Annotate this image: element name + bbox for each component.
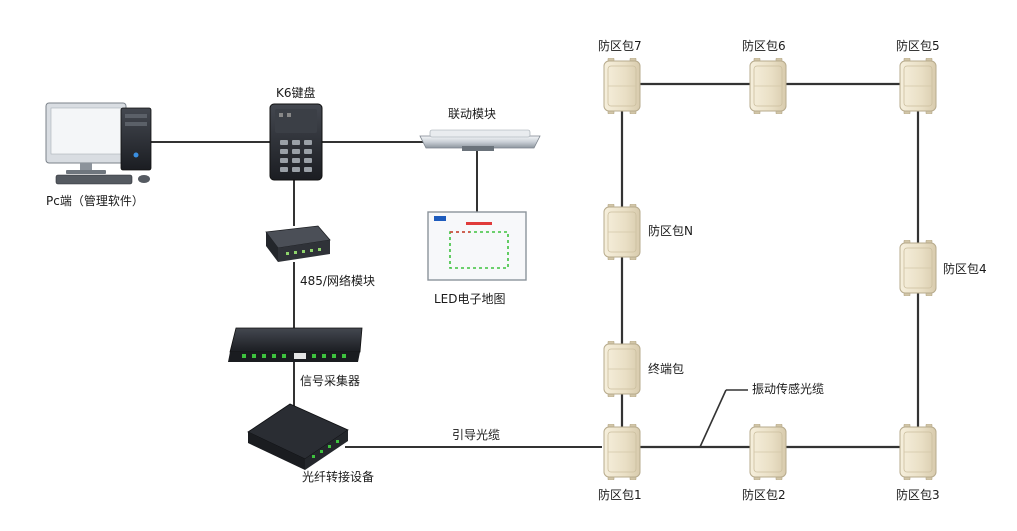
zone-enclosure-7 (603, 58, 641, 114)
zone-label-7: 防区包7 (598, 39, 642, 53)
led-map-path (449, 231, 509, 269)
fiber-converter-icon (247, 403, 349, 470)
zone-enclosure-2 (749, 424, 787, 480)
keyboard-peripheral (55, 174, 133, 185)
terminal-enclosure (603, 341, 641, 397)
lead-cable-label: 引导光缆 (452, 428, 501, 442)
zone-label-1: 防区包1 (598, 488, 642, 502)
zone-label-6: 防区包6 (742, 39, 786, 53)
zone-label-5: 防区包5 (896, 39, 940, 53)
monitor-screen (50, 107, 122, 155)
zone-enclosure-3 (899, 424, 937, 480)
zone-enclosure-n (603, 204, 641, 260)
fiber-device-label: 光纤转接设备 (302, 470, 375, 484)
zone-enclosure-4 (899, 240, 937, 296)
pc-icon (45, 102, 152, 185)
zone-enclosure-5 (899, 58, 937, 114)
led-map-label: LED电子地图 (434, 292, 506, 306)
zone-enclosure-1 (603, 424, 641, 480)
vibration-cable-pointer (699, 389, 727, 448)
zone-enclosure-6 (749, 58, 787, 114)
zone-label-2: 防区包2 (742, 488, 786, 502)
network-module-label: 485/网络模块 (300, 274, 375, 288)
linkage-module-label: 联动模块 (448, 107, 497, 121)
keypad (280, 140, 312, 172)
pc-label: Pc端（管理软件） (46, 194, 144, 208)
led-map-icon (427, 211, 527, 281)
k6-keyboard-icon (269, 103, 323, 181)
zone-label-3: 防区包3 (896, 488, 940, 502)
monitor-base (66, 170, 106, 174)
terminal-label: 终端包 (648, 362, 685, 376)
zone-label-n: 防区包N (648, 224, 693, 238)
zone-label-4: 防区包4 (943, 262, 987, 276)
monitor-neck (80, 163, 92, 171)
linkage-module-icon (419, 129, 541, 151)
signal-collector-icon (228, 327, 363, 362)
signal-collector-label: 信号采集器 (300, 374, 361, 388)
network-module-icon (265, 225, 331, 262)
keyboard-label: K6键盘 (276, 86, 316, 100)
vibration-cable-label: 振动传感光缆 (752, 382, 825, 396)
mouse (138, 175, 150, 183)
collector-leds (242, 354, 346, 358)
